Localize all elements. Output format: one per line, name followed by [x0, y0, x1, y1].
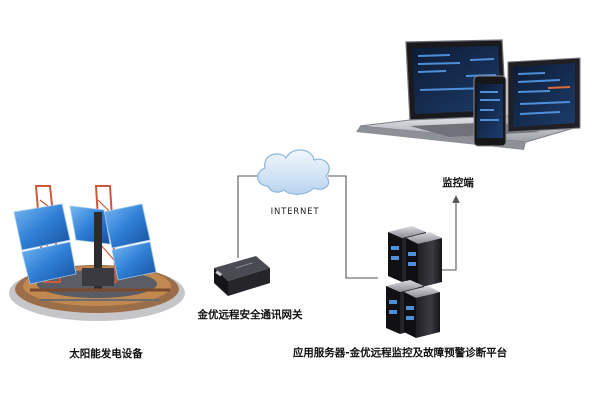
solar-array-icon	[9, 185, 185, 321]
phone-icon	[473, 75, 507, 147]
monitor-label: 监控端	[442, 176, 474, 189]
connectors	[237, 175, 460, 279]
gateway-device-icon	[214, 256, 270, 296]
server-to-monitor-arrow	[438, 195, 460, 271]
gateway-label: 金优远程安全通讯网关	[197, 308, 303, 321]
server-label: 应用服务器-金优远程监控及故障预警诊断平台	[293, 346, 507, 359]
cloud-icon	[257, 149, 330, 195]
tablet-icon	[507, 57, 581, 133]
cloud-to-server-line	[328, 175, 378, 279]
solar-label: 太阳能发电设备	[68, 347, 143, 360]
gateway-to-cloud-line	[237, 175, 262, 258]
internet-label: INTERNET	[271, 207, 320, 217]
server-rack-icon	[386, 226, 442, 338]
